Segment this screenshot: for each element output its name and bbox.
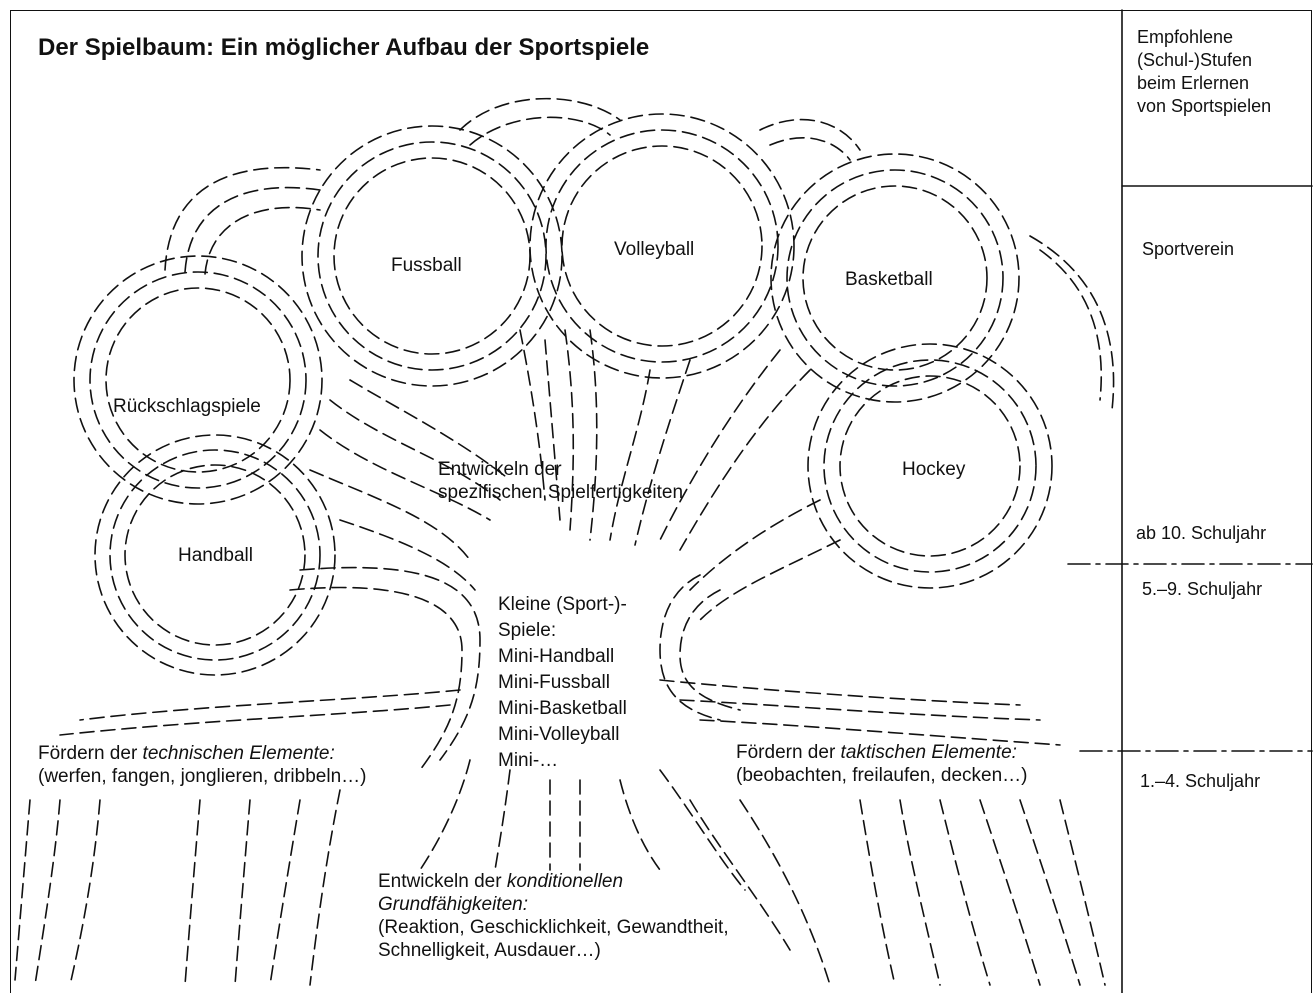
technical-prefix: Fördern der xyxy=(38,743,143,764)
tactical-elements-label: Fördern der taktischen Elemente: (beobac… xyxy=(736,741,1028,787)
tactical-detail: (beobachten, freilaufen, decken…) xyxy=(736,765,1028,786)
conditional-detail: (Reaktion, Geschicklichkeit, Gewandtheit… xyxy=(378,917,729,938)
branches-to-center xyxy=(309,329,841,621)
sport-label-fussball: Fussball xyxy=(391,255,462,276)
technical-emphasis: technischen Elemente: xyxy=(142,743,335,764)
center-line: Entwickeln der xyxy=(438,459,562,480)
conditional-emphasis: Grundfähigkeiten: xyxy=(378,894,528,915)
trunk-outline xyxy=(59,566,1061,771)
trunk-line: Kleine (Sport-)- xyxy=(498,594,627,615)
conditional-detail: Schnelligkeit, Ausdauer…) xyxy=(378,940,601,961)
conditional-prefix: Entwickeln der xyxy=(378,871,507,892)
tactical-prefix: Fördern der xyxy=(736,742,841,763)
trunk-line: Mini-… xyxy=(498,750,559,771)
technical-detail: (werfen, fangen, jonglieren, dribbeln…) xyxy=(38,766,367,787)
sidebar-header: Empfohlene (Schul-)Stufen beim Erlernen … xyxy=(1137,26,1271,118)
rueckschlagspiele-crown xyxy=(73,255,323,505)
trunk-line: Mini-Volleyball xyxy=(498,724,620,745)
level-sportverein: Sportverein xyxy=(1142,239,1235,259)
sport-label-hockey: Hockey xyxy=(902,459,966,480)
technical-elements-label: Fördern der technischen Elemente: (werfe… xyxy=(38,742,366,788)
level-1-4: 1.–4. Schuljahr xyxy=(1140,771,1261,791)
sport-label-basketball: Basketball xyxy=(845,269,933,290)
conditional-abilities-label: Entwickeln der konditionellen Grundfähig… xyxy=(378,870,729,962)
tree-roots xyxy=(14,759,1106,986)
sidebar-header-line: von Sportspielen xyxy=(1137,96,1272,116)
handball-crown xyxy=(94,434,336,676)
sport-label-volleyball: Volleyball xyxy=(614,239,695,260)
hockey-crown xyxy=(807,343,1053,589)
diagram-frame xyxy=(10,10,1312,993)
diagram-title: Der Spielbaum: Ein möglicher Aufbau der … xyxy=(38,34,650,61)
sport-label-handball: Handball xyxy=(178,545,253,566)
trunk-line: Mini-Fussball xyxy=(498,672,610,693)
sidebar-header-line: beim Erlernen xyxy=(1137,73,1250,93)
trunk-line: Mini-Basketball xyxy=(498,698,627,719)
sidebar-header-line: Empfohlene xyxy=(1137,27,1234,47)
conditional-emphasis: konditionellen xyxy=(506,871,624,892)
level-5-9: 5.–9. Schuljahr xyxy=(1142,579,1263,599)
sidebar-header-line: (Schul-)Stufen xyxy=(1137,50,1253,70)
center-line: spezifischen Spielfertigkeiten xyxy=(438,482,684,503)
sport-label-rueckschlagspiele: Rückschlagspiele xyxy=(113,396,261,417)
center-label: Entwickeln der spezifischen Spielfertigk… xyxy=(438,458,683,504)
crown-arches xyxy=(164,97,861,275)
trunk-line: Mini-Handball xyxy=(498,646,615,667)
level-ab-10: ab 10. Schuljahr xyxy=(1136,523,1267,543)
volleyball-crown xyxy=(529,113,795,379)
tactical-emphasis: taktischen Elemente: xyxy=(840,742,1017,763)
trunk-label: Kleine (Sport-)- Spiele: Mini-Handball M… xyxy=(498,592,627,774)
trunk-line: Spiele: xyxy=(498,620,557,641)
basketball-crown xyxy=(770,153,1115,411)
